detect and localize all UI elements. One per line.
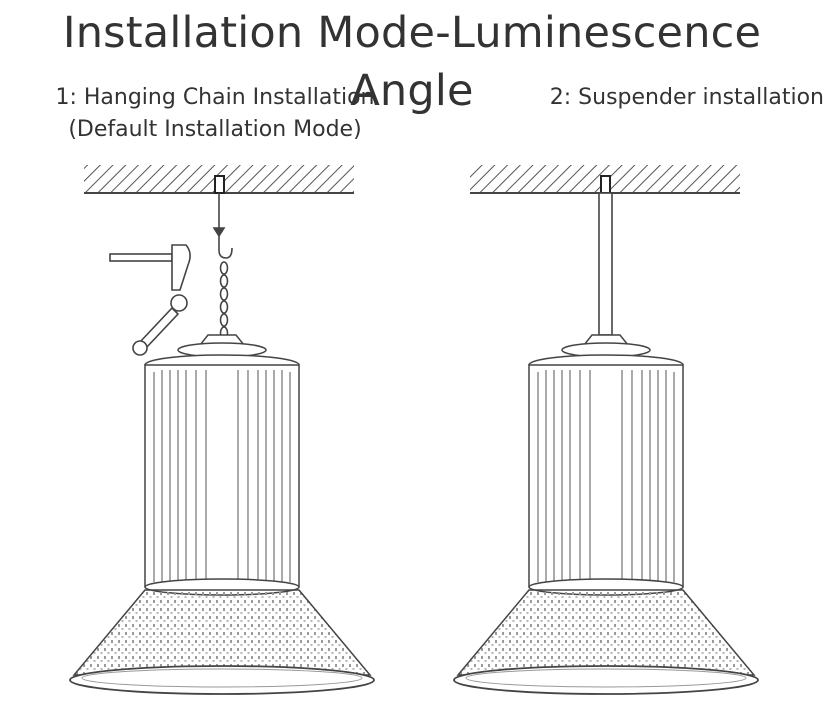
lamp-1: [69, 334, 375, 695]
suspender-rod: [598, 192, 613, 336]
anchor-bolt-2: [600, 175, 611, 194]
wrench-icon: [132, 294, 188, 356]
mode-1-label: 1: Hanging Chain Installation: [55, 85, 375, 110]
hook-chain: [212, 193, 233, 340]
mode-1-diagram: [69, 165, 375, 695]
hammer-icon: [109, 244, 191, 291]
mode-2-diagram: [453, 165, 759, 695]
lamp-2: [453, 334, 759, 695]
mode-2-label: 2: Suspender installation: [549, 85, 824, 110]
mode-2-caption: 2: Suspender installation: [470, 82, 824, 114]
page-title: Installation Mode-Luminescence Angle: [62, 8, 762, 116]
mode-1-caption: 1: Hanging Chain Installation (Default I…: [20, 82, 410, 146]
mode-1-note: (Default Installation Mode): [68, 117, 362, 142]
installation-illustration: [69, 165, 759, 695]
anchor-bolt-1: [214, 175, 225, 194]
